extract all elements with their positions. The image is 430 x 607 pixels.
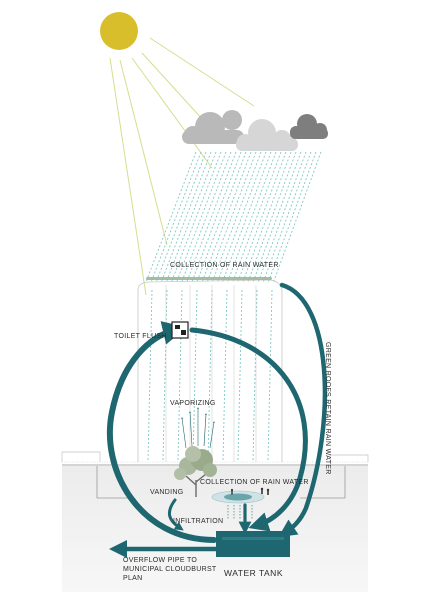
rain-line	[206, 151, 257, 283]
label-vaporizing: VAPORIZING	[170, 400, 216, 407]
vapor-arrow	[181, 417, 187, 449]
ground-section	[61, 451, 369, 592]
infiltration-pond	[211, 490, 265, 504]
water-tank	[216, 531, 290, 557]
green-roof-arrow	[278, 282, 328, 537]
tree-icon	[174, 446, 217, 497]
water-flow-arrows	[106, 282, 328, 558]
label-overflow-2: MUNICIPAL CLOUDBURST	[123, 566, 217, 573]
rain-line	[232, 151, 282, 283]
rain-line	[150, 151, 202, 283]
rain-line	[147, 289, 153, 461]
rain-line	[222, 151, 272, 283]
rain-line	[145, 151, 197, 283]
cloud-icon	[182, 110, 328, 151]
rain-line	[177, 289, 183, 461]
rain-line	[171, 151, 222, 283]
rain-line	[211, 151, 262, 283]
vanding-arrow	[167, 498, 184, 531]
label-overflow-1: OVERFLOW PIPE TO	[123, 557, 198, 564]
rain-line	[155, 151, 207, 283]
label-water-tank: WATER TANK	[224, 568, 283, 578]
green-roof	[146, 277, 272, 280]
rain-line	[267, 289, 273, 461]
rain-line	[237, 289, 243, 461]
vapor-arrows	[181, 407, 215, 449]
rain-lines	[145, 151, 322, 461]
loop-arrow-right	[189, 327, 308, 532]
label-collection-ground: COLLECTION OF RAIN WATER	[200, 479, 309, 486]
rain-line	[165, 151, 217, 283]
sun-icon	[100, 12, 138, 50]
rain-line	[252, 151, 302, 283]
rain-line	[222, 289, 228, 461]
rain-line	[227, 151, 277, 283]
rain-line	[257, 151, 307, 283]
label-vanding: VANDING	[150, 489, 184, 496]
people-figures	[230, 487, 270, 495]
rain-line	[176, 151, 227, 283]
rain-line	[216, 151, 267, 283]
rain-line	[191, 151, 242, 283]
vapor-arrow	[203, 413, 207, 447]
label-green-roofs: GREEN ROOFS RETAIN RAIN WATER	[324, 342, 331, 475]
toilet-icon	[171, 321, 189, 339]
rain-line	[201, 151, 252, 283]
rain-line	[186, 151, 237, 283]
sun-rays	[109, 37, 255, 296]
rain-line	[247, 151, 297, 283]
rain-line	[207, 289, 213, 461]
label-collection-top: COLLECTION OF RAIN WATER	[170, 262, 279, 269]
rain-line	[262, 151, 312, 283]
rain-line	[267, 151, 317, 283]
vapor-arrow	[189, 411, 193, 447]
rain-line	[162, 289, 168, 461]
vapor-arrow	[209, 421, 215, 449]
loop-arrow-left	[106, 321, 217, 543]
rain-line	[273, 151, 322, 283]
rain-line	[196, 151, 247, 283]
rain-line	[237, 151, 287, 283]
rain-line	[181, 151, 232, 283]
rain-line	[160, 151, 212, 283]
rain-line	[192, 289, 198, 461]
label-infiltration: INFILTRATION	[173, 518, 224, 525]
rain-line	[242, 151, 292, 283]
rain-line	[252, 289, 258, 461]
label-toilet-flush: TOILET FLUSH	[114, 333, 167, 340]
label-overflow-3: PLAN	[123, 575, 143, 582]
